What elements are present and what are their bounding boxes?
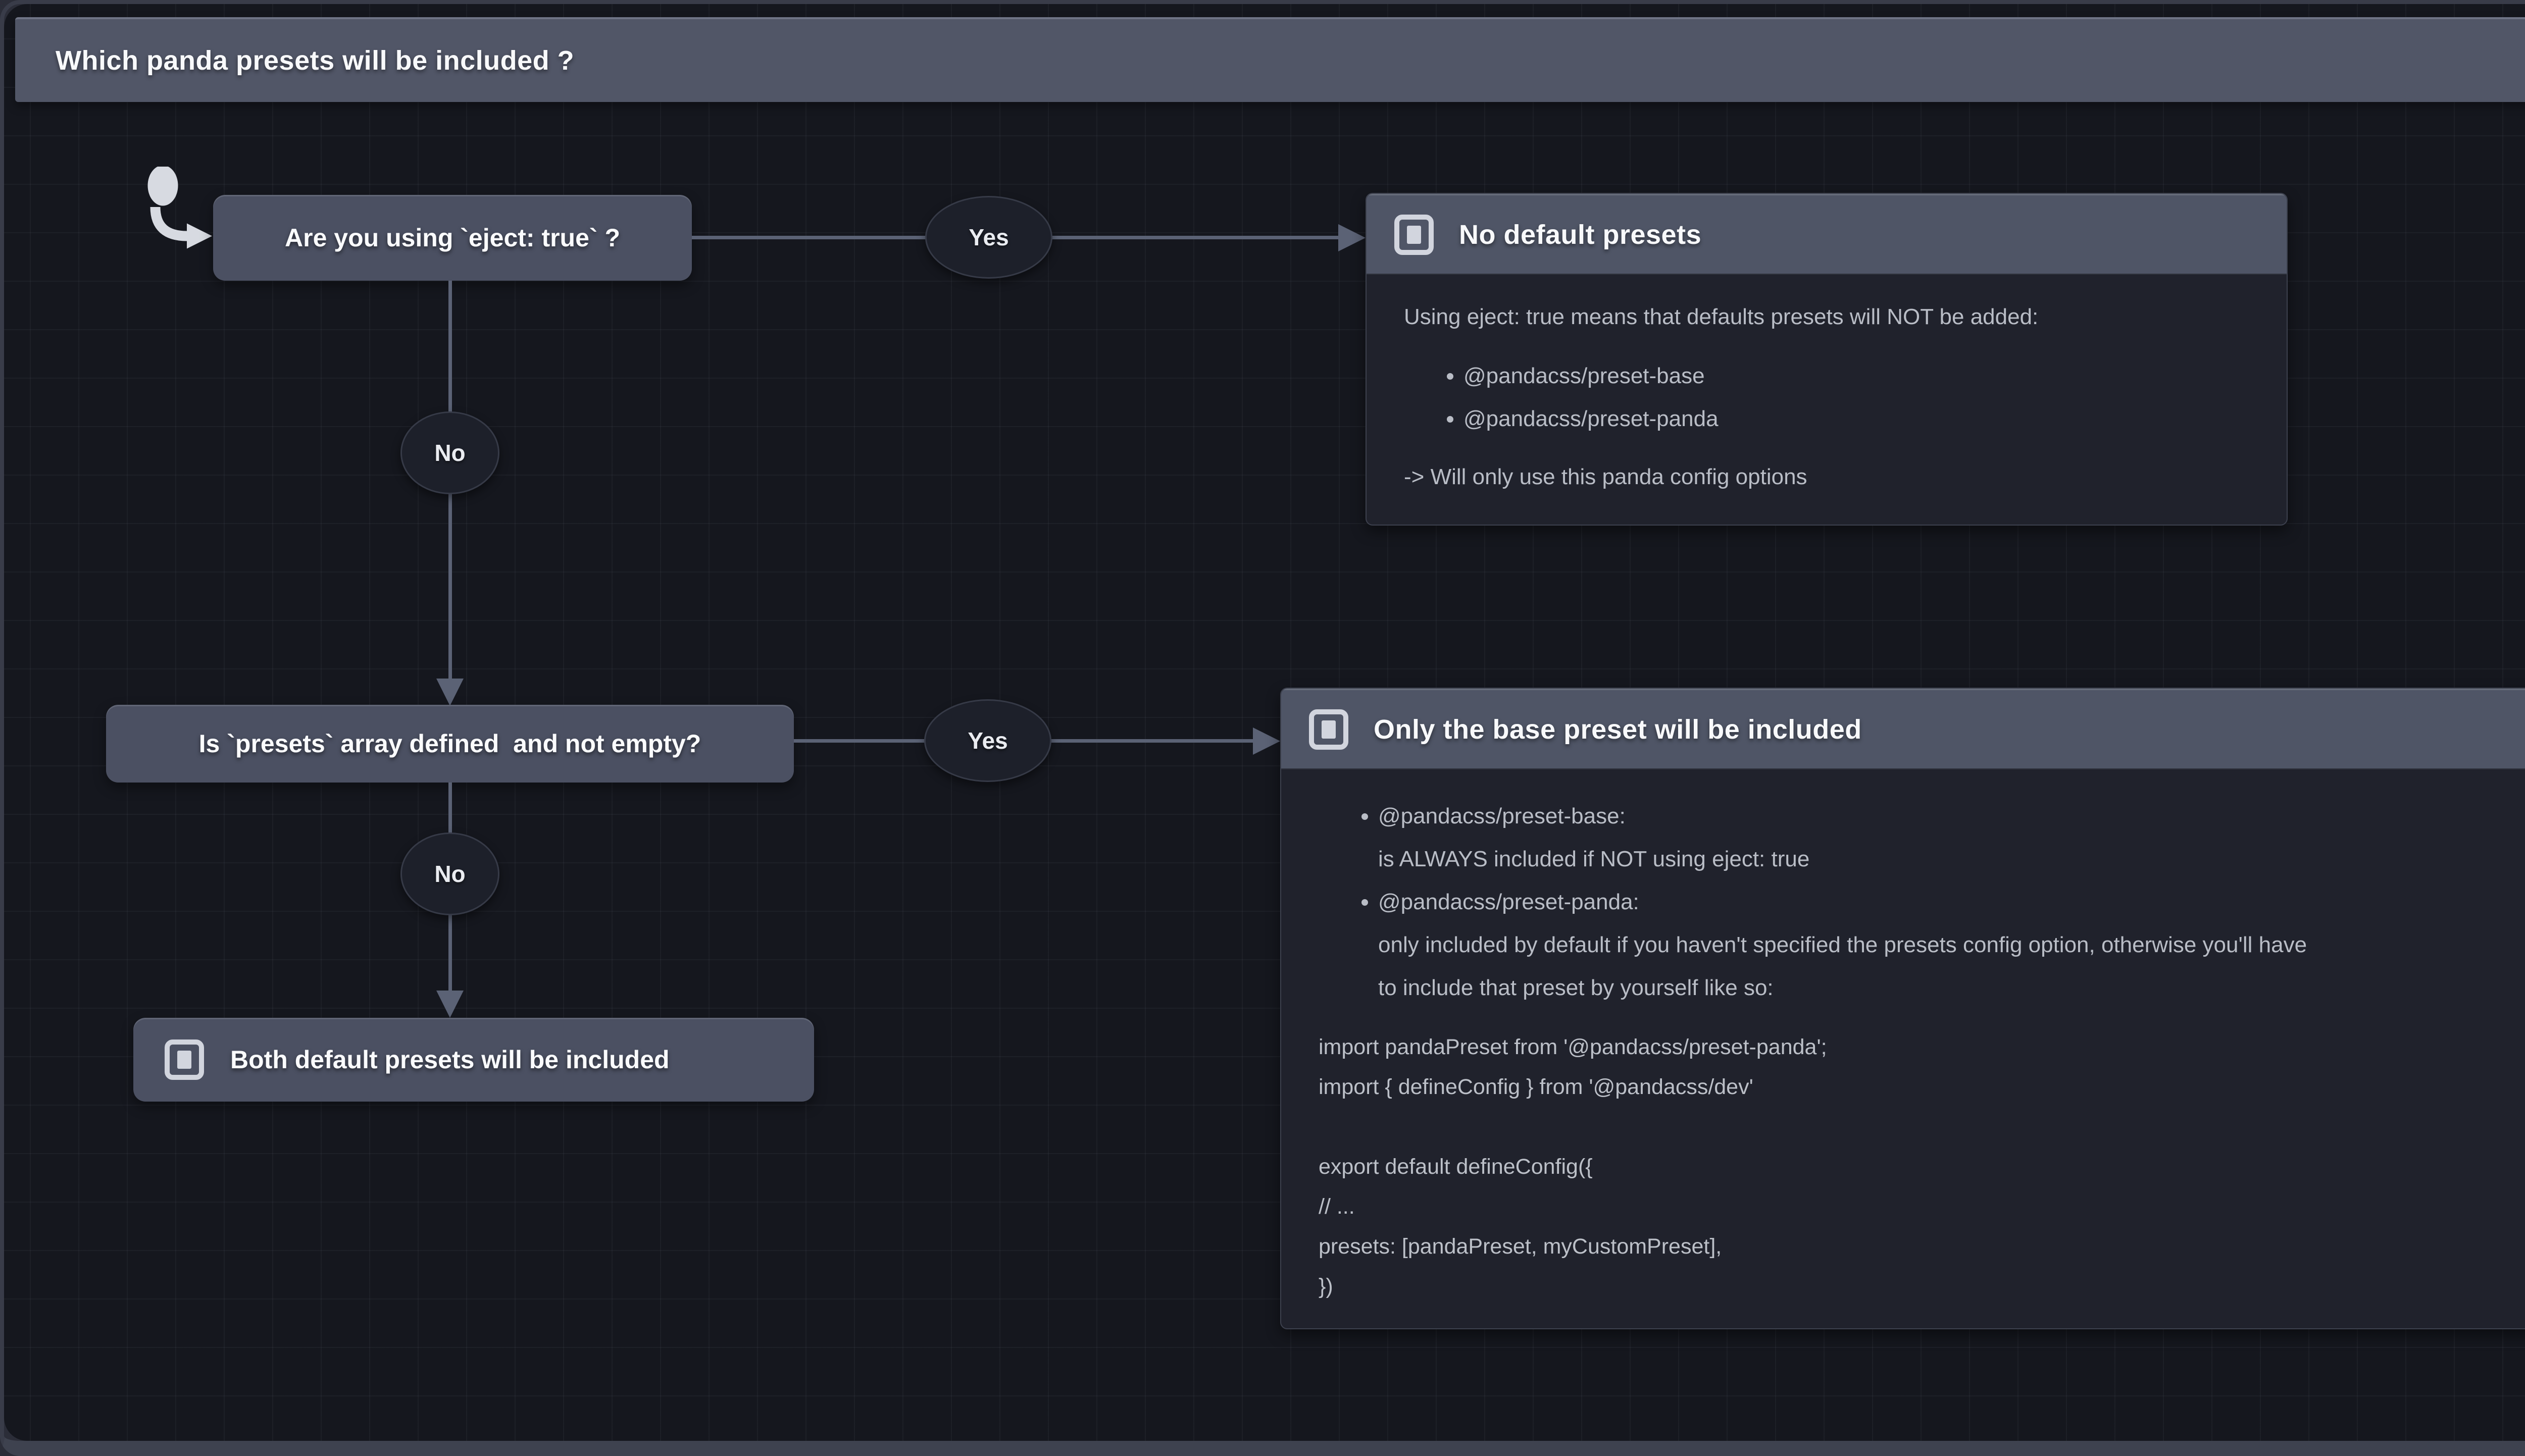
edge-label-text: Yes <box>969 224 1009 250</box>
code-line: }) <box>1319 1274 1333 1298</box>
node-label: Is `presets` array defined and not empty… <box>198 730 701 758</box>
diagram-title: Which panda presets will be included ? <box>56 45 575 76</box>
flow-node-question-presets: Is `presets` array defined and not empty… <box>106 705 794 783</box>
bullet-line: only included by default if you haven't … <box>1378 932 2307 957</box>
edge-label-text: Yes <box>968 727 1008 754</box>
list-item: @pandacss/preset-base: is ALWAYS include… <box>1378 795 2525 880</box>
cursor-icon <box>147 167 212 249</box>
panel-header: Only the base preset will be included <box>1281 689 2525 769</box>
panel-body: Using eject: true means that defaults pr… <box>1367 275 2287 520</box>
node-label: Are you using `eject: true` ? <box>285 224 620 252</box>
code-line: export default defineConfig({ <box>1319 1155 1593 1179</box>
preset-bullet-list: @pandacss/preset-base @pandacss/preset-p… <box>1404 354 2251 440</box>
panel-header: No default presets <box>1367 194 2287 275</box>
panel-title: Only the base preset will be included <box>1374 714 1862 745</box>
edge-label-yes1: Yes <box>925 196 1052 279</box>
preset-bullet-list: @pandacss/preset-base: is ALWAYS include… <box>1319 795 2525 1009</box>
edge-label-text: No <box>434 861 466 887</box>
frame-icon <box>1394 214 1434 255</box>
bullet-head: @pandacss/preset-base: <box>1378 804 1626 828</box>
outro-text: -> Will only use this panda config optio… <box>1404 464 1807 489</box>
panel-body: @pandacss/preset-base: is ALWAYS include… <box>1281 769 2525 1328</box>
edge-label-text: No <box>434 440 466 466</box>
result-panel-no-defaults: No default presets Using eject: true mea… <box>1366 193 2288 526</box>
code-line: // ... <box>1319 1194 1355 1219</box>
bullet-line: is ALWAYS included if NOT using eject: t… <box>1378 847 1810 871</box>
list-item: @pandacss/preset-panda <box>1463 397 2251 440</box>
result-node-both-presets: Both default presets will be included <box>133 1018 814 1102</box>
intro-text: Using eject: true means that defaults pr… <box>1404 304 2039 329</box>
bullet-head: @pandacss/preset-panda: <box>1378 890 1639 914</box>
code-line: import { defineConfig } from '@pandacss/… <box>1319 1075 1753 1099</box>
panel-title: No default presets <box>1459 219 1702 250</box>
flow-node-question-eject: Are you using `eject: true` ? <box>213 195 692 281</box>
edge-label-no2: No <box>400 833 499 915</box>
edge-yes2-arrowhead-icon <box>1253 727 1280 755</box>
edge-label-no1: No <box>400 411 499 494</box>
edge-no2-arrowhead-icon <box>436 991 464 1018</box>
frame-icon <box>165 1039 204 1080</box>
code-line: import pandaPreset from '@pandacss/prese… <box>1319 1035 1827 1059</box>
code-line: presets: [pandaPreset, myCustomPreset], <box>1319 1234 1722 1259</box>
diagram-header-bar: Which panda presets will be included ? <box>15 17 2525 102</box>
list-item: @pandacss/preset-panda: only included by… <box>1378 880 2525 1009</box>
code-block: import pandaPreset from '@pandacss/prese… <box>1319 1027 2525 1307</box>
edge-yes1-arrowhead-icon <box>1338 224 1366 251</box>
list-item: @pandacss/preset-base <box>1463 354 2251 397</box>
frame-icon <box>1309 709 1348 750</box>
edge-no1-arrowhead-icon <box>436 679 464 706</box>
bullet-line: to include that preset by yourself like … <box>1378 975 1774 1000</box>
node-label: Both default presets will be included <box>230 1046 670 1074</box>
result-panel-base-only: Only the base preset will be included @p… <box>1280 688 2525 1329</box>
code-line <box>1319 1107 2525 1147</box>
edge-label-yes2: Yes <box>924 699 1051 782</box>
